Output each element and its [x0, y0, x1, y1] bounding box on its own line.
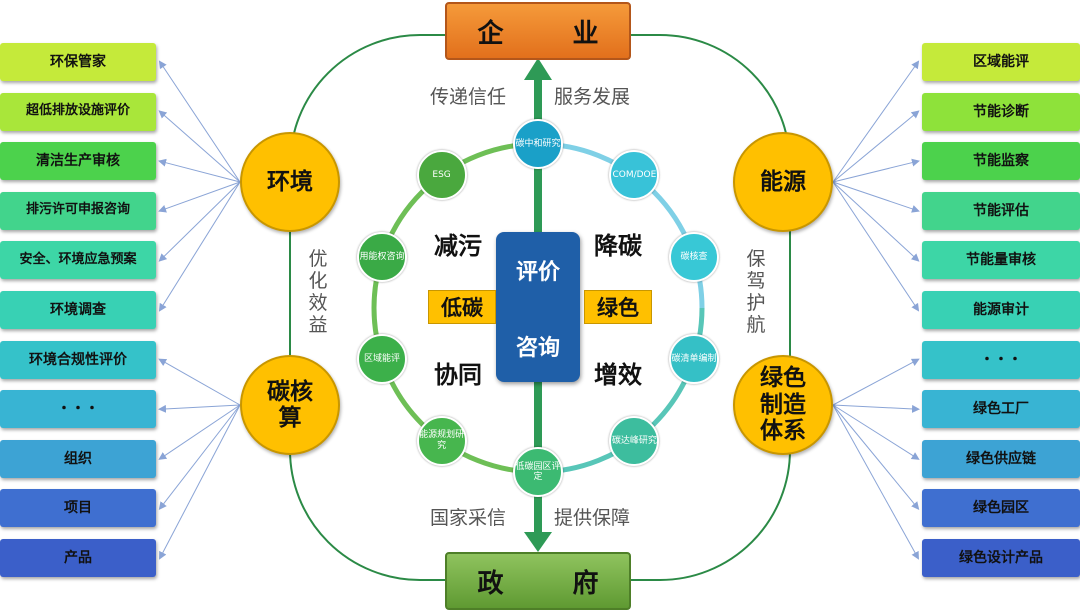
left-item: 项目	[0, 489, 156, 528]
right-connector	[832, 181, 920, 312]
up-arrow	[524, 58, 552, 80]
right-connector	[832, 158, 920, 183]
phrase-left-vertical: 优化效益	[308, 248, 328, 336]
ring-item: 碳核查	[668, 232, 719, 283]
right-item: 节能量审核	[922, 241, 1080, 280]
ring-item: 区域能评	[357, 333, 408, 384]
left-connector	[158, 158, 241, 183]
left-connector	[158, 404, 241, 460]
right-item: ・・・	[922, 340, 1080, 379]
right-item: 绿色园区	[922, 489, 1080, 528]
right-connector	[832, 181, 920, 262]
phrase-top-right: 服务发展	[554, 86, 631, 108]
right-connector	[832, 60, 920, 183]
right-item: 绿色供应链	[922, 439, 1080, 478]
phrase-top-left: 传递信任	[430, 86, 507, 108]
ring-item: 碳清单编制	[668, 333, 719, 384]
center-box	[496, 232, 580, 382]
left-item: 超低排放设施评价	[0, 92, 156, 131]
right-item: 节能监察	[922, 142, 1080, 181]
left-connector	[158, 404, 241, 413]
left-connector	[159, 404, 241, 560]
ring-item: 碳达峰研究	[609, 415, 660, 466]
left-connector	[158, 358, 241, 406]
center-line1: 评价	[515, 260, 560, 285]
left-item: 清洁生产审核	[0, 142, 156, 181]
left-item: ・・・	[0, 390, 156, 429]
phrase-bottom-left: 国家采信	[430, 507, 507, 529]
word-synergy: 协同	[434, 361, 482, 389]
right-connector	[832, 404, 920, 413]
circle-green-manufacturing: 绿色制造体系	[733, 355, 833, 455]
right-connector	[832, 358, 920, 406]
right-connector	[832, 404, 919, 560]
phrase-right-vertical: 保驾护航	[746, 248, 766, 336]
right-item: 绿色工厂	[922, 390, 1080, 429]
left-item: 安全、环境应急预案	[0, 241, 156, 280]
ring-item: 能源规划研究	[416, 415, 467, 466]
left-connector	[158, 404, 241, 510]
word-carbon-reduction: 降碳	[594, 232, 642, 260]
left-item: 环境调查	[0, 291, 156, 329]
right-item: 区域能评	[922, 43, 1080, 81]
left-connector	[158, 181, 241, 312]
circle-environment: 环境	[240, 132, 340, 232]
word-efficiency: 增效	[594, 361, 642, 389]
left-item: 排污许可申报咨询	[0, 191, 156, 230]
right-connector	[832, 181, 920, 213]
left-connector	[158, 181, 241, 262]
word-pollution-reduction: 减污	[434, 232, 482, 260]
ring-item: 碳中和研究	[513, 119, 563, 169]
right-item: 能源审计	[922, 291, 1080, 329]
left-connector	[158, 110, 241, 183]
circle-carbon-accounting: 碳核算	[240, 355, 340, 455]
label-green: 绿色	[584, 290, 652, 324]
left-item: 环境合规性评价	[0, 340, 156, 379]
center-line2: 咨询	[515, 336, 560, 361]
circle-energy: 能源	[733, 132, 833, 232]
ring-item: COM/DOE	[609, 150, 660, 201]
left-item: 产品	[0, 539, 156, 577]
left-connector	[158, 60, 241, 183]
right-connector	[832, 404, 920, 460]
right-item: 节能诊断	[922, 92, 1080, 131]
government-box: 政 府	[445, 552, 631, 610]
ring-item: ESG	[416, 150, 467, 201]
left-item: 环保管家	[0, 43, 156, 81]
phrase-bottom-right: 提供保障	[554, 507, 631, 529]
label-low-carbon: 低碳	[428, 290, 496, 324]
enterprise-box: 企 业	[445, 2, 631, 60]
ring-item: 低碳园区评定	[513, 447, 563, 497]
left-item: 组织	[0, 439, 156, 478]
right-item: 节能评估	[922, 191, 1080, 230]
right-item: 绿色设计产品	[922, 539, 1080, 577]
right-connector	[832, 404, 920, 510]
down-arrow	[524, 532, 552, 552]
right-connector	[832, 110, 920, 183]
ring-item: 用能权咨询	[357, 232, 408, 283]
left-connector	[158, 181, 241, 213]
